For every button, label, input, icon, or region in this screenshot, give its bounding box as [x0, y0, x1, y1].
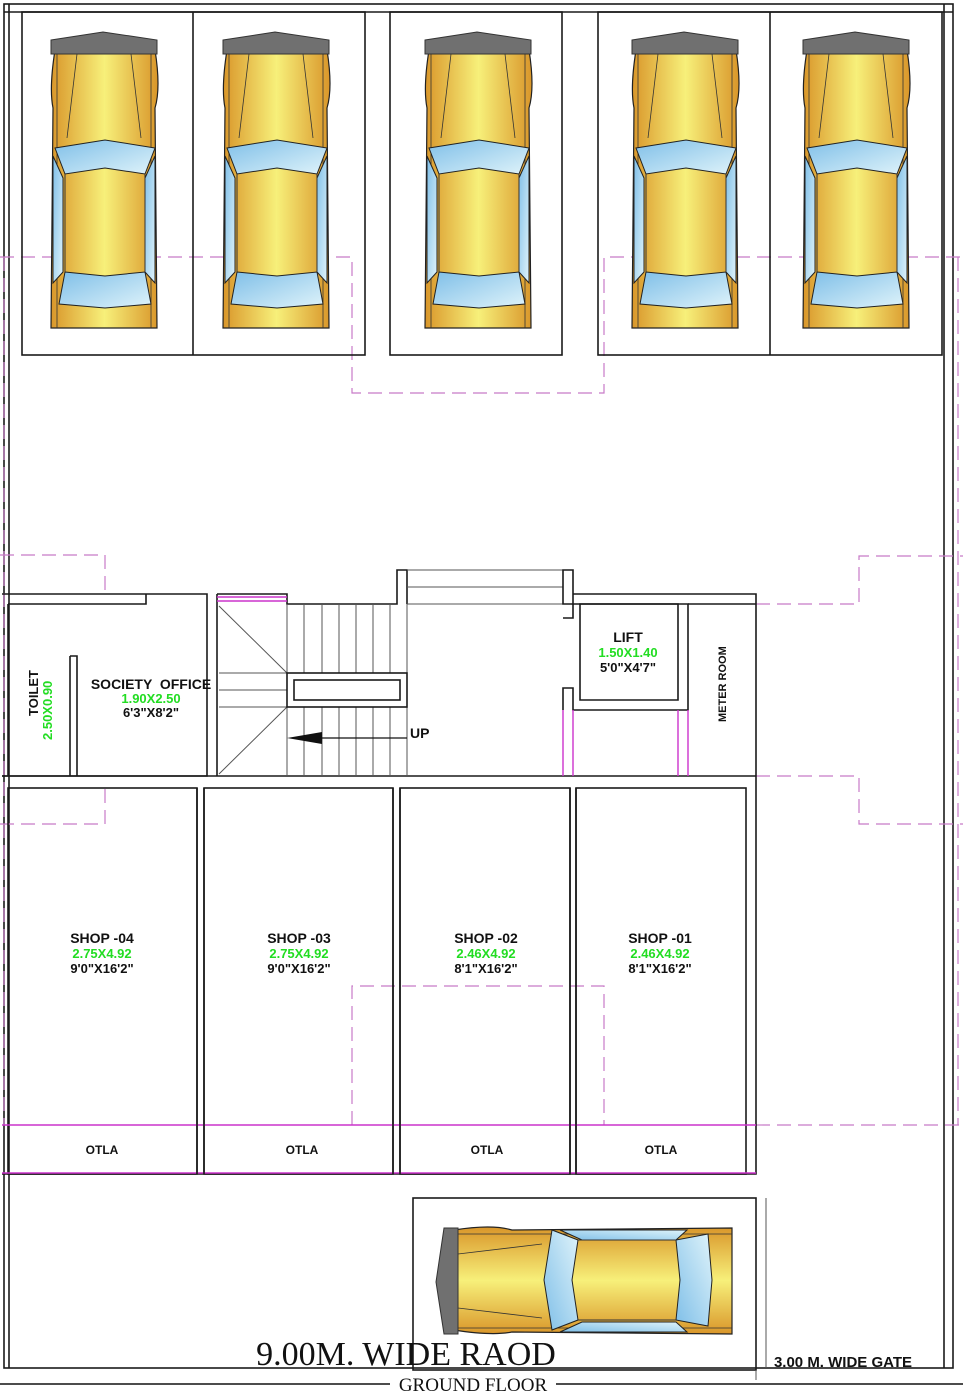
society-office-imperial: 6'3"X8'2"	[123, 705, 179, 720]
setback-line-center	[351, 985, 605, 1125]
shop-imperial: 8'1"X16'2"	[628, 961, 691, 976]
shop-name: SHOP -01	[628, 930, 692, 946]
gate-label: 3.00 M. WIDE GATE	[774, 1354, 912, 1371]
car-top-view-icon	[50, 31, 159, 329]
shop-metric: 2.75X4.92	[269, 946, 328, 961]
shop-04-labels: SHOP -04 2.75X4.92 9'0"X16'2" OTLA	[70, 930, 134, 1157]
building-core	[2, 569, 757, 777]
shop-metric: 2.46X4.92	[630, 946, 689, 961]
shop-02	[399, 787, 571, 1175]
shop-01-labels: SHOP -01 2.46X4.92 8'1"X16'2" OTLA	[628, 930, 692, 1157]
shop-name: SHOP -02	[454, 930, 518, 946]
shop-03	[203, 787, 394, 1175]
otla-label: OTLA	[86, 1143, 119, 1157]
society-office-metric: 1.90X2.50	[121, 691, 180, 706]
car-top-view-icon	[424, 31, 533, 329]
shop-metric: 2.46X4.92	[456, 946, 515, 961]
setback-line-left-lower	[0, 788, 106, 825]
floor-title: GROUND FLOOR	[399, 1375, 548, 1394]
lift-imperial: 5'0"X4'7"	[600, 660, 656, 675]
shop-name: SHOP -03	[267, 930, 331, 946]
parking-bay-center	[389, 11, 563, 356]
toilet-label: TOILET	[26, 670, 41, 716]
setback-line-right-lower	[756, 775, 963, 825]
car-top-view-icon	[802, 31, 911, 329]
otla-label: OTLA	[471, 1143, 504, 1157]
parking-bay-bottom	[412, 1197, 757, 1371]
road-title: 9.00M. WIDE RAOD	[256, 1336, 556, 1373]
staircase	[218, 604, 408, 776]
shop-02-labels: SHOP -02 2.46X4.92 8'1"X16'2" OTLA	[454, 930, 518, 1157]
society-office-label: SOCIETY OFFICE	[91, 676, 211, 692]
shop-01	[575, 787, 747, 1175]
toilet-partition	[69, 655, 78, 776]
lift-label: LIFT	[613, 629, 643, 645]
parking-bays-top	[21, 11, 943, 356]
otla-label: OTLA	[286, 1143, 319, 1157]
shop-imperial: 9'0"X16'2"	[70, 961, 133, 976]
lift-shaft	[579, 603, 679, 701]
shop-03-labels: SHOP -03 2.75X4.92 9'0"X16'2" OTLA	[267, 930, 331, 1157]
car-top-view-icon	[435, 1226, 733, 1335]
shop-04	[7, 787, 198, 1175]
stair-up-label: UP	[410, 725, 429, 741]
shop-imperial: 9'0"X16'2"	[267, 961, 330, 976]
toilet-metric: 2.50X0.90	[40, 681, 55, 740]
setback-line-left-upper	[0, 554, 106, 594]
car-top-view-icon	[222, 31, 331, 329]
shop-imperial: 8'1"X16'2"	[454, 961, 517, 976]
arrow-left-icon	[287, 732, 322, 744]
otla-label: OTLA	[645, 1143, 678, 1157]
shops	[2, 776, 757, 1175]
car-top-view-icon	[631, 31, 740, 329]
meter-room-label: METER ROOM	[717, 646, 729, 722]
lift-metric: 1.50X1.40	[598, 645, 657, 660]
setback-line-right-upper	[756, 555, 963, 605]
shop-metric: 2.75X4.92	[72, 946, 131, 961]
shop-name: SHOP -04	[70, 930, 134, 946]
